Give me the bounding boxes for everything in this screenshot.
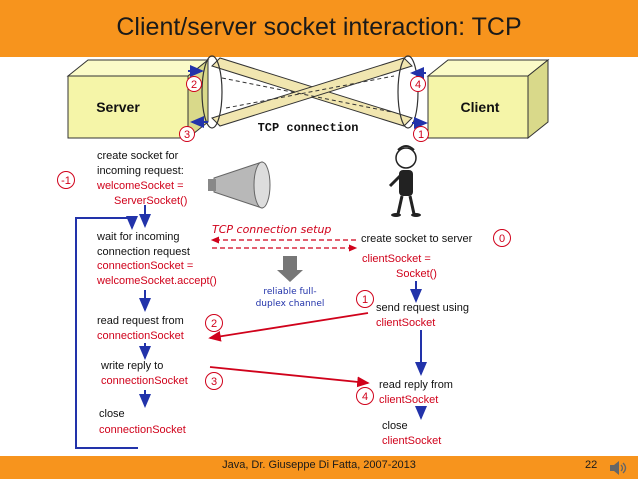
- step-number-3: 3: [205, 372, 223, 390]
- client-create-step: create socket to server clientSocket = S…: [361, 233, 473, 280]
- client-read-line-1: read reply from: [379, 379, 453, 391]
- pipe-number-4: 4: [410, 76, 426, 92]
- server-create-code-2: ServerSocket(): [114, 195, 187, 207]
- server-read-step: read request from connectionSocket: [97, 315, 184, 342]
- server-create-line-1: create socket for: [97, 150, 179, 162]
- server-create-step: create socket for incoming request: welc…: [96, 150, 187, 207]
- server-wait-code-1: connectionSocket =: [97, 260, 193, 272]
- pipe-number-2: 2: [186, 76, 202, 92]
- page-number: 22: [585, 459, 598, 471]
- pipe-number-1: 1: [413, 126, 429, 142]
- step-number-2: 2: [205, 314, 223, 332]
- client-label: Client: [461, 99, 500, 115]
- tcp-connection-label: TCP connection: [258, 121, 359, 135]
- pipe-number-3: 3: [179, 126, 195, 142]
- client-send-code-1: clientSocket: [376, 317, 435, 329]
- server-close-line-1: close: [99, 408, 125, 420]
- speaker-icon[interactable]: [608, 459, 628, 477]
- header-bar: Client/server socket interaction: TCP: [0, 0, 638, 57]
- step-number-1: 1: [356, 290, 374, 308]
- server-close-step: close connectionSocket: [99, 408, 186, 436]
- tcp-pipes: [188, 55, 428, 129]
- server-wait-line-2: connection request: [97, 246, 190, 258]
- server-read-line-1: read request from: [97, 315, 184, 327]
- request-arrow: [208, 312, 369, 342]
- client-send-step: send request using clientSocket: [376, 302, 469, 329]
- client-read-code-1: clientSocket: [379, 394, 438, 406]
- step-number-4: 4: [356, 387, 374, 405]
- svg-text:1: 1: [362, 294, 368, 306]
- svg-text:4: 4: [362, 391, 368, 403]
- svg-text:2: 2: [211, 318, 217, 330]
- megaphone-icon: [208, 161, 271, 209]
- client-create-line-1: create socket to server: [361, 233, 473, 245]
- slide-title: Client/server socket interaction: TCP: [116, 13, 522, 41]
- step-number-minus1: -1: [57, 171, 75, 189]
- client-create-code-1: clientSocket =: [362, 253, 431, 265]
- svg-text:1: 1: [418, 129, 424, 141]
- server-wait-step: wait for incoming connection request con…: [96, 231, 217, 287]
- channel-label-line-1: reliable full-: [263, 287, 316, 297]
- server-create-code-1: welcomeSocket =: [96, 180, 184, 192]
- server-write-code-1: connectionSocket: [101, 375, 188, 387]
- client-close-step: close clientSocket: [382, 420, 441, 447]
- setup-arrows: [210, 236, 358, 252]
- server-write-step: write reply to connectionSocket: [100, 360, 188, 387]
- footer-bar: Java, Dr. Giuseppe Di Fatta, 2007-2013 2…: [0, 456, 638, 479]
- client-box: Client: [426, 58, 550, 140]
- channel-label-line-2: duplex channel: [256, 299, 325, 309]
- server-create-line-2: incoming request:: [97, 165, 184, 177]
- svg-text:3: 3: [184, 129, 190, 141]
- client-read-step: read reply from clientSocket: [379, 379, 453, 406]
- server-label: Server: [96, 99, 140, 115]
- svg-text:-1: -1: [61, 175, 71, 187]
- svg-text:2: 2: [191, 79, 197, 91]
- footer-credit: Java, Dr. Giuseppe Di Fatta, 2007-2013: [222, 459, 416, 471]
- client-close-line-1: close: [382, 420, 408, 432]
- tcp-setup-label: TCP connection setup: [212, 223, 331, 236]
- client-flow: [410, 281, 427, 420]
- svg-text:3: 3: [211, 376, 217, 388]
- reply-arrow: [209, 366, 370, 388]
- person-knocking-icon: [388, 145, 421, 217]
- server-write-line-1: write reply to: [100, 360, 163, 372]
- svg-text:0: 0: [499, 233, 505, 245]
- client-send-line-1: send request using: [376, 302, 469, 314]
- server-close-code-1: connectionSocket: [99, 424, 186, 436]
- server-wait-code-2: welcomeSocket.accept(): [96, 275, 217, 287]
- channel-arrow: [277, 256, 303, 282]
- server-wait-line-1: wait for incoming: [96, 231, 180, 243]
- client-close-code-1: clientSocket: [382, 435, 441, 447]
- server-read-code-1: connectionSocket: [97, 330, 184, 342]
- svg-text:4: 4: [415, 79, 421, 91]
- step-number-0: 0: [493, 229, 511, 247]
- client-create-code-2: Socket(): [396, 268, 437, 280]
